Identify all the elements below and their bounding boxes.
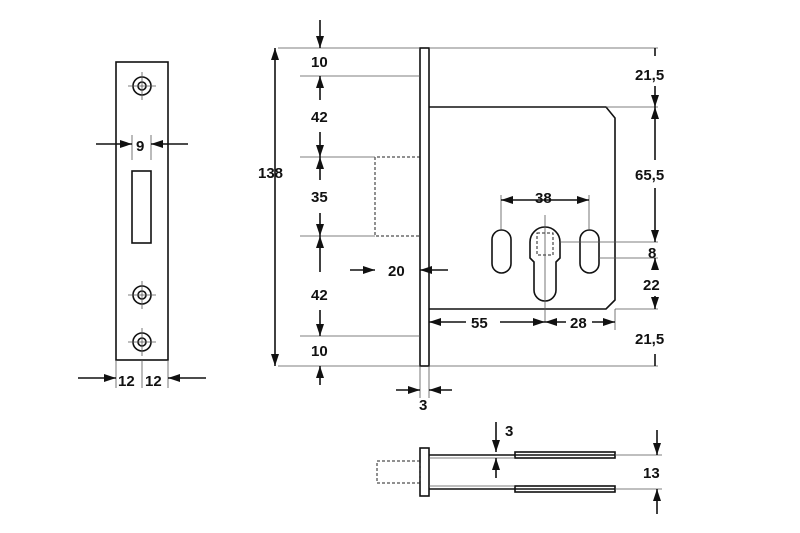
lock-top-view: 3 13 xyxy=(376,422,662,514)
dim-top-10: 10 xyxy=(311,54,328,71)
dim-upper-42: 42 xyxy=(311,109,328,126)
faceplate-front-view: 9 12 12 xyxy=(78,61,206,390)
screw-hole-top xyxy=(128,72,156,100)
dim-right-22: 22 xyxy=(643,277,660,294)
dim-side-3: 3 xyxy=(505,423,513,440)
fixing-slot-right xyxy=(579,229,600,274)
dim-side-13: 13 xyxy=(643,465,660,482)
dim-right-8: 8 xyxy=(648,245,656,262)
dim-bolt-depth: 20 xyxy=(388,263,405,280)
dim-backset-55: 55 xyxy=(471,315,488,332)
dim-total-height: 138 xyxy=(258,165,283,182)
top-view-forend xyxy=(419,447,430,497)
screw-hole-bottom xyxy=(128,328,156,356)
bolt-slot xyxy=(131,170,152,244)
dim-middle-35: 35 xyxy=(311,189,328,206)
dim-center-28: 28 xyxy=(570,315,587,332)
screw-hole-middle xyxy=(128,281,156,309)
dim-right-top-21-5: 21,5 xyxy=(635,67,664,84)
forend-strip xyxy=(419,47,430,367)
dim-lower-42: 42 xyxy=(311,287,328,304)
case-outline xyxy=(429,106,616,310)
faceplate-outline xyxy=(115,61,169,361)
dim-bottom-10: 10 xyxy=(311,343,328,360)
lock-body-view: 38 138 10 42 35 42 10 xyxy=(258,20,664,414)
top-view-bolt xyxy=(376,460,421,484)
dim-faceplate-left-half: 12 xyxy=(118,373,135,390)
dim-faceplate-width: 9 xyxy=(136,138,144,155)
dim-right-bottom-21-5: 21,5 xyxy=(635,331,664,348)
dim-plate-thickness: 3 xyxy=(419,397,427,414)
fixing-slot-left xyxy=(491,229,512,274)
dim-right-65-5: 65,5 xyxy=(635,167,664,184)
bolt-projection xyxy=(374,156,420,237)
dim-faceplate-right-half: 12 xyxy=(145,373,162,390)
cylinder-cutout xyxy=(529,226,561,302)
dim-cylinder-spacing: 38 xyxy=(535,190,552,207)
